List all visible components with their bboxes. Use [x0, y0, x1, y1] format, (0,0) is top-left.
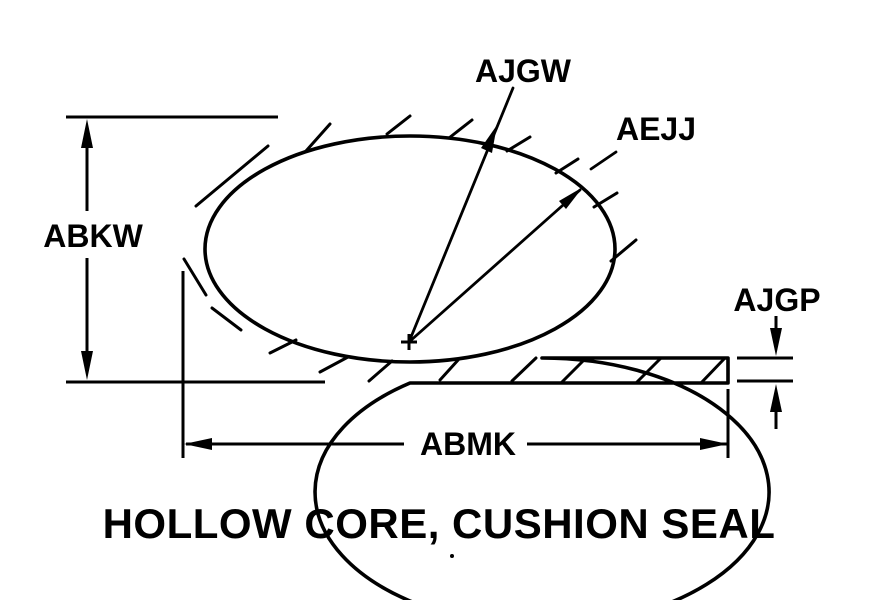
aejj-label-leader — [589, 150, 618, 171]
hatch-mark — [182, 257, 208, 297]
ajgw-label: AJGW — [475, 53, 572, 89]
callout-aejj — [407, 150, 618, 344]
hatch-mark — [505, 135, 532, 153]
hatch-mark — [560, 357, 587, 384]
ajgp-label: AJGP — [733, 282, 820, 318]
ajgw-leader-line — [407, 86, 515, 344]
dimension-abkw — [66, 115, 325, 384]
hatch-mark — [318, 355, 350, 374]
arrow-down-icon — [770, 328, 782, 356]
arrow-up-icon — [81, 119, 93, 148]
hatch-mark — [609, 238, 638, 263]
seal-body-outline — [313, 356, 771, 600]
hatch-mark — [210, 306, 243, 332]
abkw-label: ABKW — [43, 218, 143, 254]
abmk-label: ABMK — [420, 426, 516, 462]
hatch-mark — [510, 356, 538, 383]
dimension-ajgp — [737, 316, 793, 429]
diagram-title: HOLLOW CORE, CUSHION SEAL — [103, 500, 776, 547]
hatch-mark — [367, 359, 394, 383]
arrow-down-icon — [81, 351, 93, 380]
section-hatching — [182, 114, 726, 385]
arrow-up-right-icon — [559, 187, 583, 209]
hatch-mark — [554, 157, 580, 175]
hatch-mark — [592, 191, 619, 209]
hatch-mark — [447, 118, 474, 140]
hatch-mark — [699, 357, 726, 385]
hatch-mark — [304, 122, 332, 153]
callout-ajgw — [407, 86, 515, 344]
arrow-right-icon — [700, 438, 728, 450]
arrow-up-icon — [770, 384, 782, 412]
hatch-mark — [438, 357, 461, 382]
stray-mark — [450, 554, 454, 558]
dimension-abmk — [181, 271, 730, 458]
hatch-mark — [194, 144, 270, 208]
aejj-label: AEJJ — [616, 111, 696, 147]
hatch-mark — [385, 114, 412, 136]
hatch-mark — [635, 357, 662, 384]
hollow-core-inner-wall — [203, 134, 617, 364]
arrow-up-right-icon — [481, 125, 497, 153]
hatch-mark — [268, 338, 298, 355]
arrow-left-icon — [184, 438, 212, 450]
aejj-leader-line — [407, 188, 582, 344]
seal-shape — [203, 134, 771, 600]
